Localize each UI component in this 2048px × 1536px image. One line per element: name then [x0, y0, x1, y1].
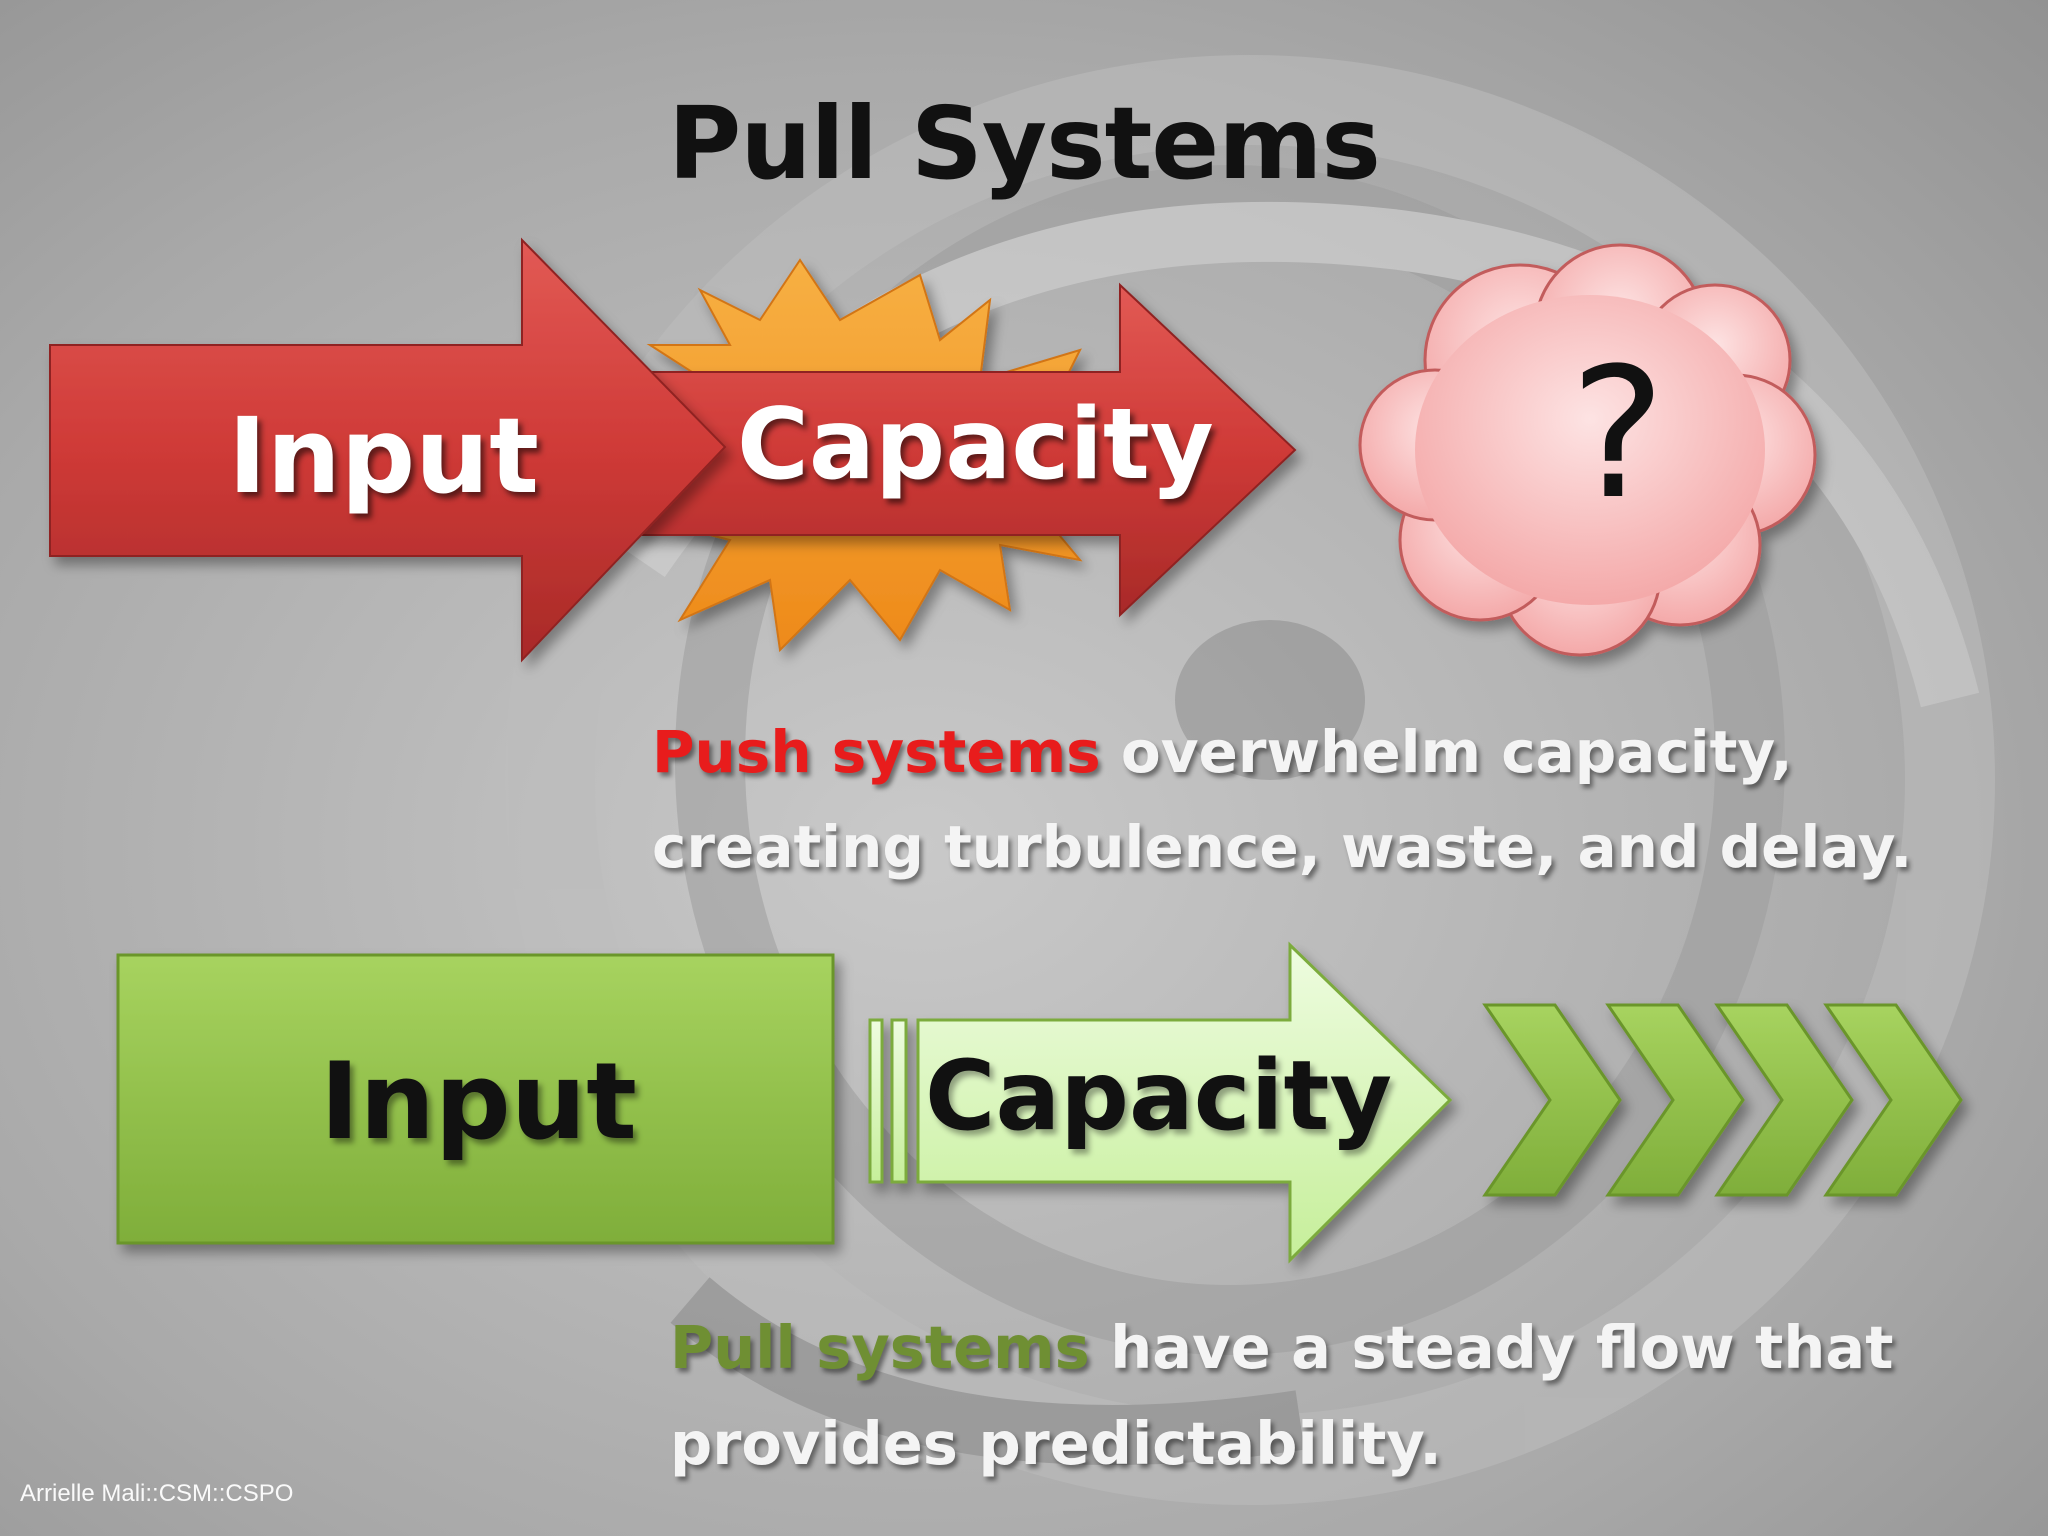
push-capacity-arrow	[634, 282, 1297, 618]
push-caption-emphasis: Push systems	[652, 718, 1101, 786]
question-mark-label: ?	[1570, 330, 1666, 539]
pull-capacity-label: Capacity	[925, 1040, 1393, 1152]
author-credit: Arrielle Mali::CSM::CSPO	[20, 1480, 294, 1507]
push-caption-line1-rest: overwhelm capacity,	[1100, 718, 1793, 786]
chevron-right-icon	[1605, 1003, 1745, 1197]
pull-caption-emphasis: Pull systems	[670, 1313, 1090, 1382]
cloud-icon	[1358, 243, 1817, 657]
push-input-arrow	[49, 237, 727, 663]
push-caption-line1: Push systems overwhelm capacity,	[652, 705, 1912, 800]
chevron-right-icon	[1823, 1003, 1963, 1197]
push-caption: Push systems overwhelm capacity, creatin…	[652, 705, 1912, 895]
slide-title: Pull Systems	[668, 85, 1381, 202]
chevron-right-icon	[1482, 1003, 1622, 1197]
pull-capacity-arrow	[868, 941, 1453, 1264]
background-swirl	[505, 55, 1995, 1505]
pull-caption-line1-rest: have a steady flow that	[1089, 1313, 1894, 1382]
pull-input-box	[116, 953, 835, 1245]
chevron-right-icon	[1714, 1003, 1854, 1197]
push-capacity-label: Capacity	[737, 388, 1214, 502]
push-caption-line2: creating turbulence, waste, and delay.	[652, 813, 1913, 881]
pull-input-label: Input	[320, 1040, 637, 1163]
pull-caption-line2: provides predictability.	[670, 1409, 1442, 1478]
pull-caption: Pull systems have a steady flow that pro…	[670, 1300, 1893, 1492]
push-input-label: Input	[228, 395, 539, 517]
pull-caption-line1: Pull systems have a steady flow that	[670, 1300, 1893, 1396]
